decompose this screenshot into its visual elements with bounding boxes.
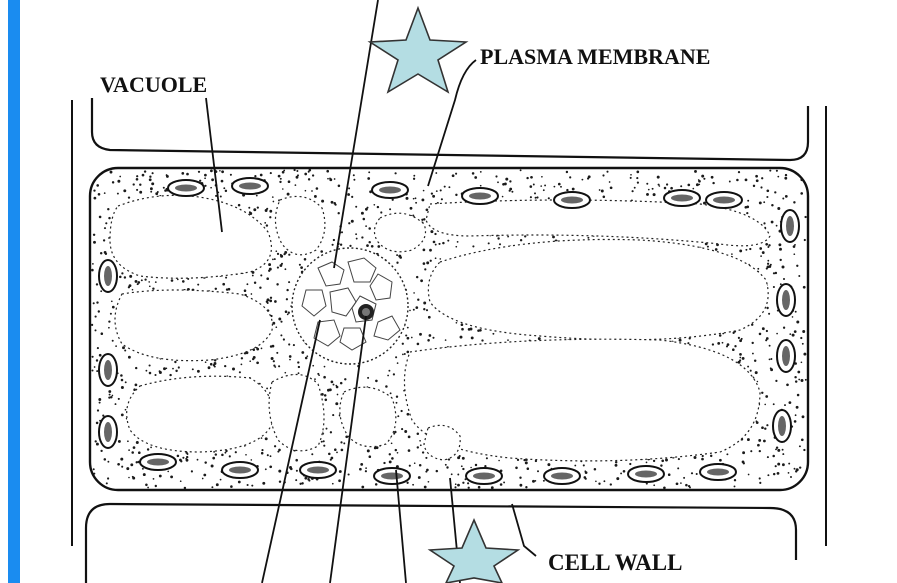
nucleus-envelope [292,248,408,364]
chloroplast-grana [104,422,112,442]
vacuole-label: VACUOLE [100,72,207,97]
plasma-membrane-label: PLASMA MEMBRANE [480,44,710,69]
chloroplast-grana [786,216,794,236]
chloroplast-grana [307,467,329,474]
lower-cell-wall [86,504,796,583]
chloroplast-grana [229,467,251,474]
chloroplast-grana [104,266,112,286]
chloroplast-grana [473,473,495,480]
chloroplast-grana [147,459,169,466]
chloroplast-grana [782,290,790,310]
chloroplast-grana [469,193,491,200]
chloroplast-grana [707,469,729,476]
chloroplast-grana [778,416,786,436]
chloroplast-grana [782,346,790,366]
vacuole-large-right-upper [428,239,768,339]
chloroplast-grana [551,473,573,480]
pointer-cell-wall [512,504,536,556]
bottom-star-icon [430,520,518,583]
upper-cell-wall [92,98,808,160]
chloroplast-grana [561,197,583,204]
chloroplast-grana [175,185,197,192]
chloroplast-grana [671,195,693,202]
chloroplast-grana [239,183,261,190]
vacuole-lower-left [127,376,273,452]
chloroplast-grana [635,471,657,478]
nucleus [292,248,408,364]
chloroplast-grana [713,197,735,204]
cell-wall-label: CELL WALL [548,550,682,575]
vacuole-left-middle [115,290,272,361]
top-star-icon [370,8,466,92]
chloroplast-grana [104,360,112,380]
chloroplast-grana [381,473,403,480]
chloroplast-grana [379,187,401,194]
